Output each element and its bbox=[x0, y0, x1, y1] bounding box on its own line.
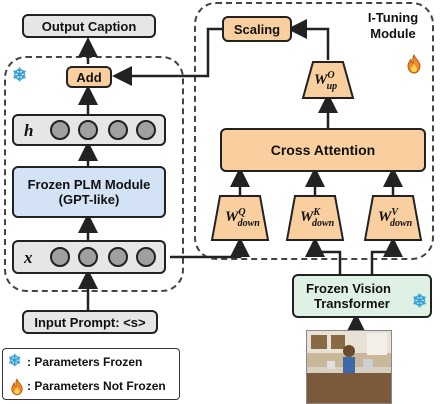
h-hidden-states: h bbox=[12, 114, 166, 146]
x-token-4 bbox=[136, 247, 156, 267]
x-label: x bbox=[24, 248, 33, 267]
input-image bbox=[306, 330, 392, 404]
frozen-vision-title: Frozen Vision bbox=[306, 281, 391, 296]
h-label: h bbox=[24, 121, 34, 140]
w-down-v-shape bbox=[363, 195, 423, 241]
i-tuning-label: I-Tuning Module bbox=[356, 10, 430, 42]
arrow-x-to-wq bbox=[170, 237, 250, 259]
x-token-3 bbox=[108, 247, 128, 267]
w-down-q-shape bbox=[210, 195, 270, 241]
i-tuning-group-border bbox=[194, 2, 434, 260]
cross-attention-label: Cross Attention bbox=[270, 141, 376, 158]
add-box: Add bbox=[66, 66, 112, 88]
flame-icon bbox=[407, 54, 421, 74]
h-token-3 bbox=[108, 120, 128, 140]
x-token-2 bbox=[78, 247, 98, 267]
arrow-vision-to-wv bbox=[370, 237, 403, 274]
frozen-vision-box: Frozen Vision Transformer bbox=[292, 274, 432, 318]
snowflake-icon: ❄ bbox=[12, 65, 28, 85]
legend-frozen-label: : Parameters Frozen bbox=[27, 355, 143, 369]
cross-attention-box: Cross Attention bbox=[220, 128, 426, 172]
scaling-box: Scaling bbox=[222, 16, 292, 42]
arrow-scaling-to-add bbox=[112, 27, 222, 86]
frozen-plm-subtitle: (GPT-like) bbox=[58, 192, 120, 207]
h-token-4 bbox=[136, 120, 156, 140]
legend-not-frozen-label: : Parameters Not Frozen bbox=[27, 379, 166, 393]
output-caption-box: Output Caption bbox=[22, 14, 156, 38]
arrow-vision-to-wk bbox=[305, 237, 342, 274]
snowflake-icon: ❄ bbox=[8, 353, 22, 370]
frozen-plm-box: Frozen PLM Module (GPT-like) bbox=[12, 166, 166, 218]
w-down-k-shape bbox=[285, 195, 345, 241]
i-tuning-label-line2: Module bbox=[370, 26, 416, 41]
frozen-vision-subtitle: Transformer bbox=[314, 296, 390, 311]
arrow-wup-to-scaling bbox=[287, 19, 330, 60]
snowflake-icon: ❄ bbox=[412, 291, 428, 311]
flame-icon bbox=[11, 378, 23, 396]
plm-group-border bbox=[4, 56, 184, 292]
i-tuning-label-line1: I-Tuning bbox=[367, 10, 419, 25]
h-token-2 bbox=[78, 120, 98, 140]
x-input-embeddings: x bbox=[12, 240, 166, 274]
w-up-shape bbox=[301, 61, 355, 99]
x-token-1 bbox=[50, 247, 70, 267]
input-prompt-box: Input Prompt: <s> bbox=[22, 310, 158, 334]
legend: ❄ : Parameters Frozen : Parameters Not F… bbox=[2, 348, 180, 400]
frozen-plm-title: Frozen PLM Module bbox=[27, 177, 151, 192]
h-token-1 bbox=[50, 120, 70, 140]
